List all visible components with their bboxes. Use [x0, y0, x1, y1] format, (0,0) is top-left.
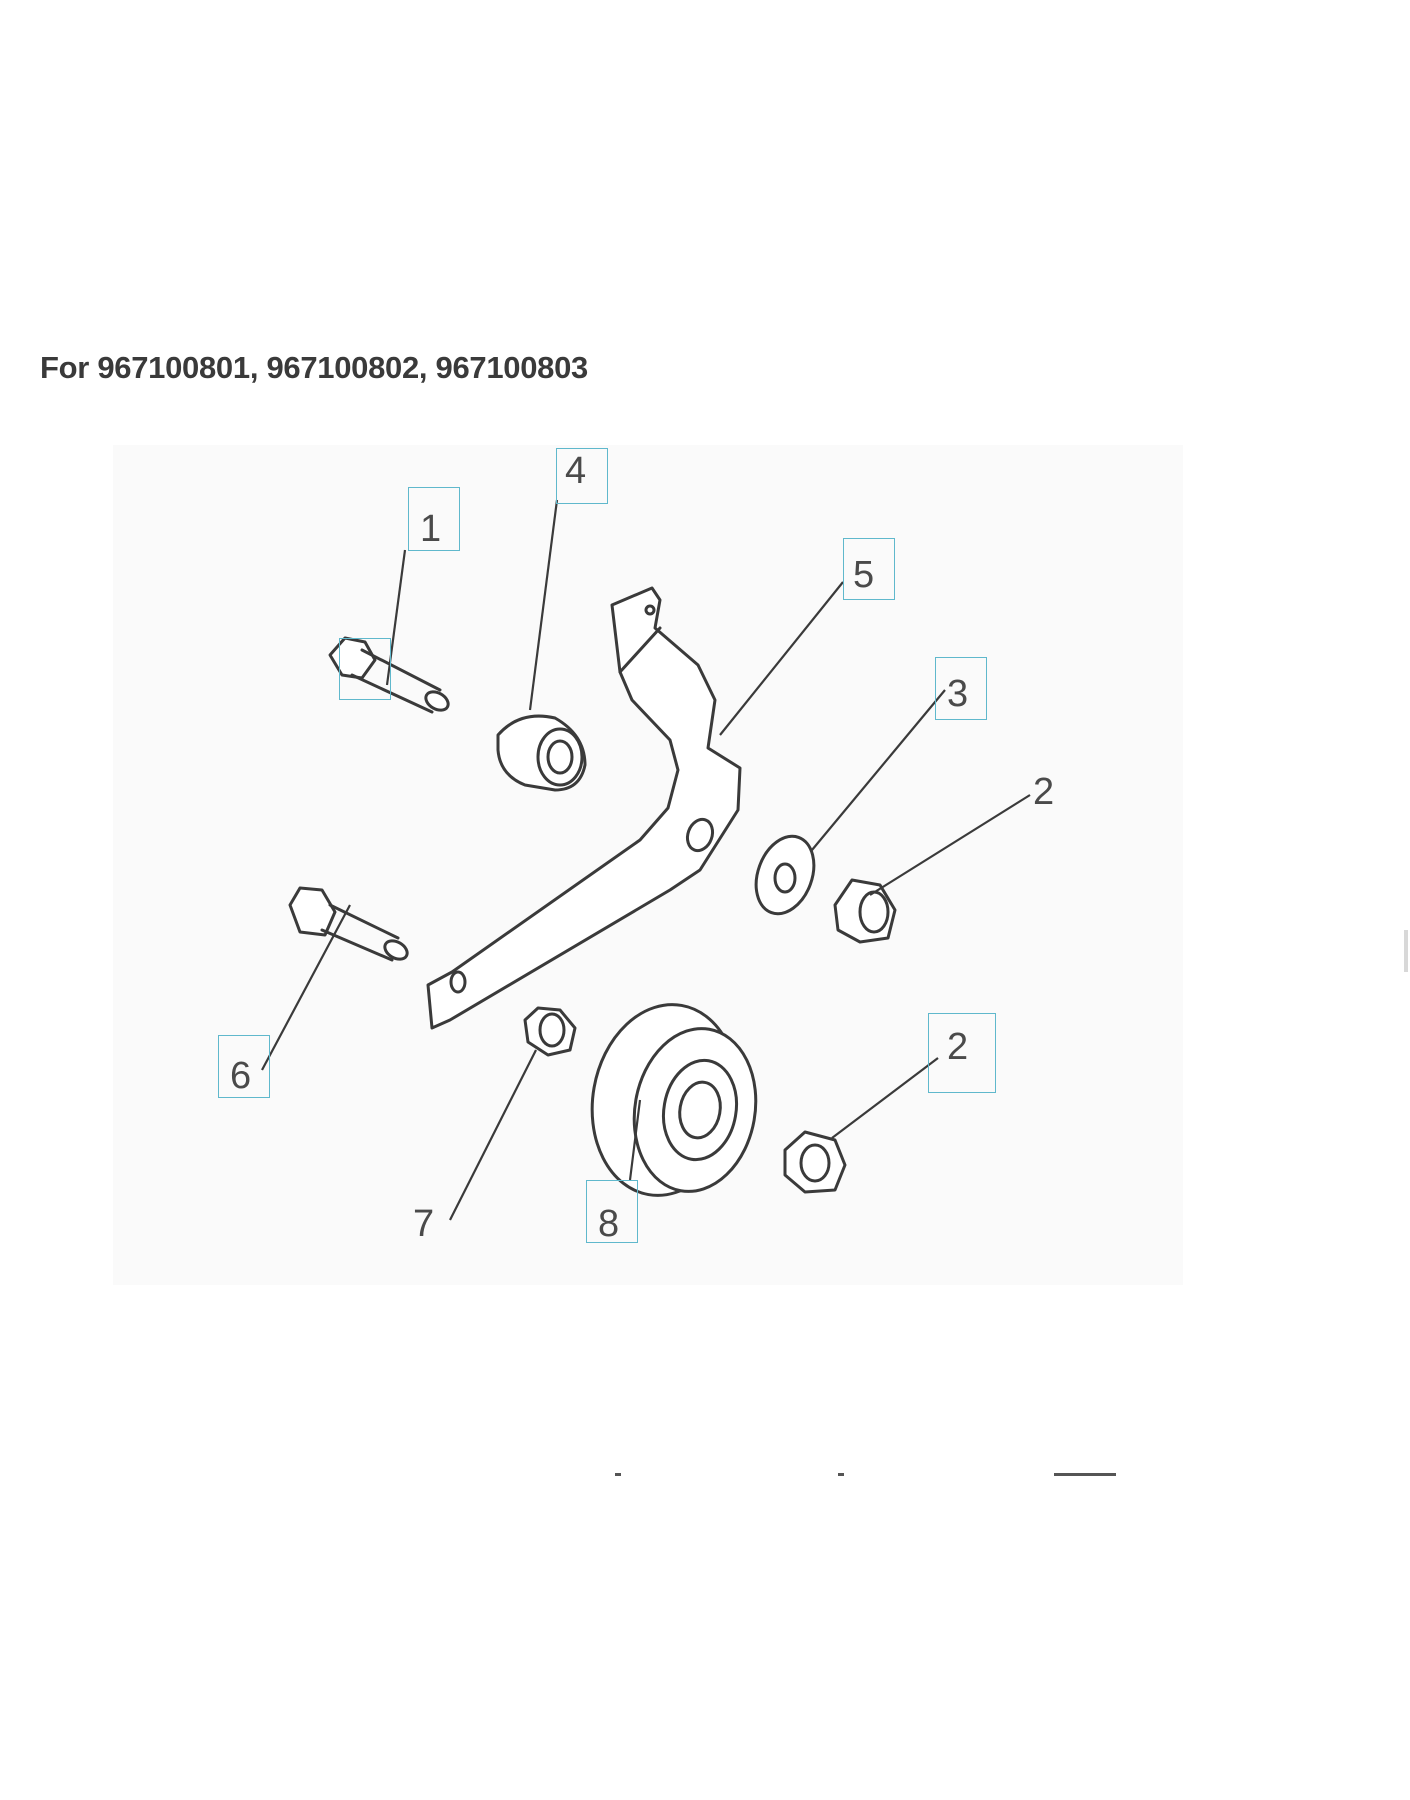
- leader-lines: [261, 499, 1031, 1221]
- part-7-nut: [523, 1006, 577, 1057]
- hotspot-3[interactable]: [935, 657, 987, 720]
- callout-label-2-upper: 2: [1033, 771, 1055, 813]
- part-3-washer: [754, 834, 816, 916]
- scan-artifact-dash: [1054, 1473, 1116, 1476]
- hotspot-1[interactable]: [408, 487, 460, 551]
- page-title: For 967100801, 967100802, 967100803: [40, 350, 588, 385]
- part-2-nut-lower: [783, 1130, 847, 1194]
- hotspot-5[interactable]: [843, 538, 895, 600]
- edge-mark: [1404, 930, 1408, 972]
- scan-artifact-dash: [838, 1473, 844, 1476]
- callout-label-6: 6: [230, 1055, 252, 1097]
- part-8-pulley: [590, 1003, 758, 1197]
- callout-label-2-lower: 2: [947, 1026, 969, 1068]
- part-6-bolt: [288, 886, 409, 962]
- hotspot-1-bolt-head[interactable]: [339, 638, 391, 700]
- part-5-bracket: [426, 586, 742, 1030]
- callout-label-8: 8: [598, 1203, 620, 1245]
- callout-label-7: 7: [413, 1203, 435, 1245]
- callout-label-5: 5: [853, 554, 875, 596]
- hotspot-8[interactable]: [586, 1180, 638, 1243]
- hotspot-4[interactable]: [556, 448, 608, 504]
- hotspot-2[interactable]: [928, 1013, 996, 1093]
- part-1-bolt: [328, 636, 450, 714]
- hotspot-6[interactable]: [218, 1035, 270, 1098]
- part-2-nut-upper: [833, 878, 897, 944]
- part-4-bushing: [496, 714, 587, 792]
- callout-label-3: 3: [947, 673, 969, 715]
- callout-label-4: 4: [565, 450, 587, 492]
- scan-artifact-dash: [615, 1473, 621, 1476]
- callout-label-1: 1: [420, 508, 442, 550]
